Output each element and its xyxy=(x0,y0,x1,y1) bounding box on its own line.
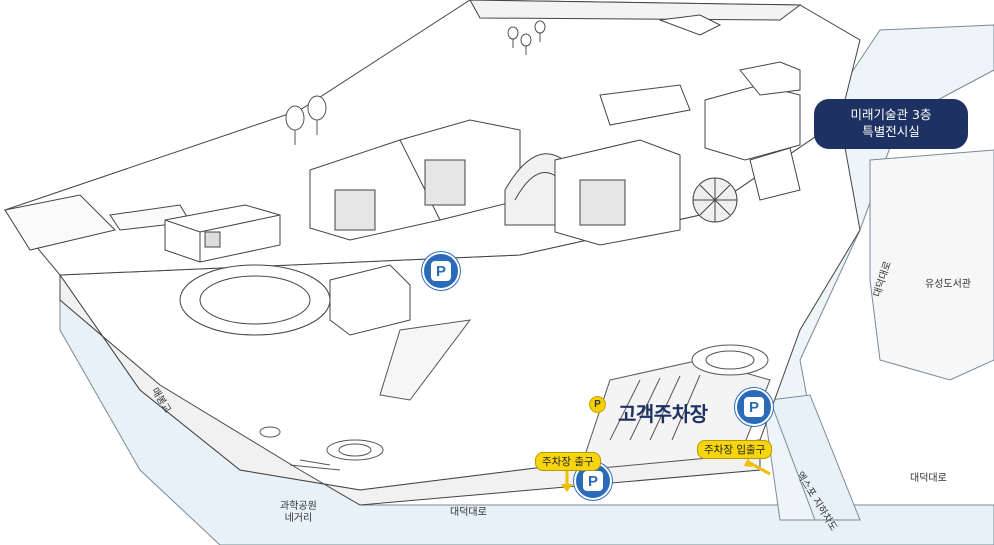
parking-letter: P xyxy=(583,471,603,491)
parking-exit-tag: 주차장 출구 xyxy=(535,452,601,471)
rotunda xyxy=(179,264,411,336)
parking-letter: P xyxy=(744,397,764,417)
tree-icon xyxy=(285,20,546,145)
library-label: 유성도서관 xyxy=(925,279,971,290)
parking-icon[interactable]: P xyxy=(735,388,773,426)
intersection-line1: 과학공원 xyxy=(280,501,317,512)
intersection-label: 과학공원 네거리 xyxy=(280,501,317,524)
exhibition-callout: 미래기술관 3층 특별전시실 xyxy=(815,100,967,148)
building-left xyxy=(164,204,281,263)
callout-line2: 특별전시실 xyxy=(862,123,920,139)
parking-entrance-tag: 주차장 입출구 xyxy=(697,440,773,459)
road-daedeok-bottom: 대덕대로 xyxy=(450,507,487,518)
upper-right-buildings xyxy=(599,14,801,201)
entrance-arrow-icon xyxy=(744,458,771,476)
main-buildings xyxy=(309,119,738,246)
parking-small-icon: P xyxy=(589,396,606,413)
intersection-line2: 네거리 xyxy=(284,512,313,524)
callout-line1: 미래기술관 3층 xyxy=(850,107,932,122)
road-daedeok-right: 대덕대로 xyxy=(910,473,947,484)
parking-icon[interactable]: P xyxy=(422,252,460,290)
exit-arrow-icon xyxy=(561,470,573,492)
parking-letter: P xyxy=(431,261,451,281)
plaza xyxy=(259,319,472,471)
customer-parking-label: 고객주차장 xyxy=(618,402,708,426)
